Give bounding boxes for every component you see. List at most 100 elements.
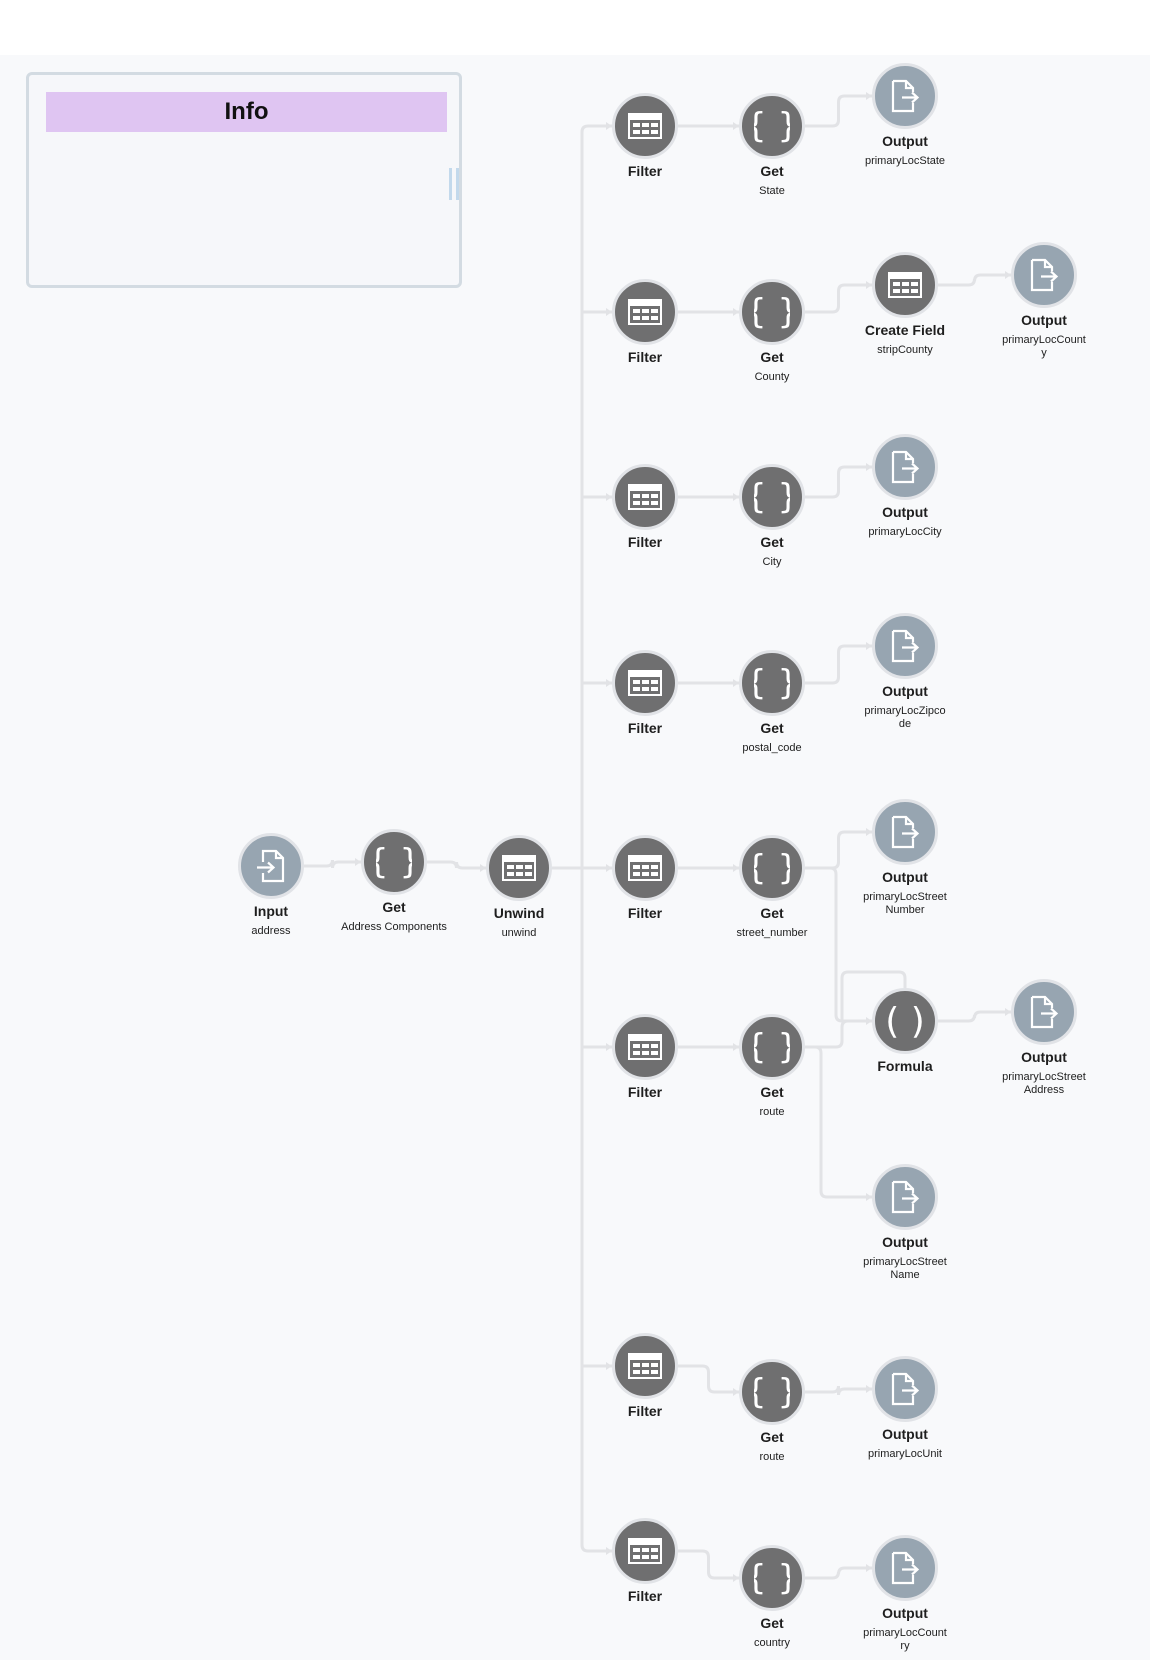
node-circle[interactable]: { } — [739, 279, 805, 345]
workflow-canvas[interactable] — [0, 55, 1150, 1660]
node-formula[interactable]: ( )Formula — [825, 988, 985, 1075]
node-circle[interactable]: { } — [739, 1359, 805, 1425]
node-filter-5[interactable]: Filter — [565, 835, 725, 922]
connector-arrow — [606, 1362, 612, 1370]
connector-arrow — [606, 1547, 612, 1555]
info-panel[interactable]: Info — [26, 72, 462, 288]
connector-line — [678, 1364, 739, 1394]
table-icon — [628, 484, 662, 510]
node-filter-7[interactable]: Filter — [565, 1333, 725, 1420]
node-circle[interactable] — [612, 93, 678, 159]
node-subtitle: stripCounty — [877, 344, 933, 356]
connector-arrow — [866, 1385, 872, 1393]
node-circle[interactable] — [872, 799, 938, 865]
svg-text:{ }: { } — [754, 664, 790, 702]
node-subtitle: primaryLocCounty — [1002, 334, 1086, 359]
connector-line — [805, 94, 872, 128]
node-filter-8[interactable]: Filter — [565, 1518, 725, 1605]
file-output-icon — [1028, 258, 1060, 292]
node-circle[interactable] — [612, 650, 678, 716]
connector-arrow — [866, 92, 872, 100]
node-circle[interactable] — [238, 833, 304, 899]
node-subtitle: country — [753, 1637, 791, 1649]
node-circle[interactable]: { } — [739, 1014, 805, 1080]
node-circle[interactable]: { } — [739, 93, 805, 159]
node-title: Filter — [627, 720, 663, 736]
connector-arrow — [866, 1017, 872, 1025]
connector-arrow — [866, 281, 872, 289]
node-circle[interactable] — [872, 1535, 938, 1601]
node-circle[interactable]: { } — [739, 835, 805, 901]
node-subtitle: primaryLocCity — [868, 526, 942, 538]
node-title: Get — [382, 899, 406, 915]
svg-text:{ }: { } — [376, 843, 412, 881]
node-circle[interactable]: { } — [739, 464, 805, 530]
node-circle[interactable] — [872, 63, 938, 129]
connector-line — [938, 1010, 1011, 1023]
node-filter-6[interactable]: Filter — [565, 1014, 725, 1101]
node-filter-3[interactable]: Filter — [565, 464, 725, 551]
node-circle[interactable] — [872, 1356, 938, 1422]
node-filter-1[interactable]: Filter — [565, 93, 725, 180]
node-subtitle: City — [762, 556, 782, 568]
resize-handle[interactable] — [449, 168, 452, 200]
node-circle[interactable] — [1011, 242, 1077, 308]
node-circle[interactable] — [612, 1333, 678, 1399]
node-filter-2[interactable]: Filter — [565, 279, 725, 366]
curly-braces-icon: { } — [754, 107, 790, 145]
node-subtitle: State — [759, 185, 785, 197]
connector-arrow — [606, 1043, 612, 1051]
node-subtitle: street_number — [736, 927, 808, 939]
node-circle[interactable] — [612, 464, 678, 530]
node-circle[interactable] — [872, 434, 938, 500]
node-circle[interactable]: { } — [361, 829, 427, 895]
node-circle[interactable]: ( ) — [872, 988, 938, 1054]
node-circle[interactable] — [872, 1164, 938, 1230]
node-filter-4[interactable]: Filter — [565, 650, 725, 737]
node-circle[interactable] — [486, 835, 552, 901]
node-title: Get — [760, 720, 784, 736]
connector-arrow — [733, 1043, 739, 1051]
node-circle[interactable]: { } — [739, 1545, 805, 1611]
connector-line — [580, 124, 612, 133]
node-circle[interactable] — [872, 252, 938, 318]
node-subtitle: primaryLocStreetAddress — [1002, 1071, 1086, 1096]
node-subtitle: unwind — [501, 927, 537, 939]
info-panel-title: Info — [46, 92, 447, 132]
file-input-icon — [255, 849, 287, 883]
node-circle[interactable] — [1011, 979, 1077, 1045]
node-circle[interactable] — [612, 279, 678, 345]
node-circle[interactable] — [872, 613, 938, 679]
node-circle[interactable] — [612, 1014, 678, 1080]
node-circle[interactable]: { } — [739, 650, 805, 716]
node-circle[interactable] — [612, 835, 678, 901]
node-title: Get — [760, 534, 784, 550]
node-subtitle: route — [759, 1106, 785, 1118]
resize-handle[interactable] — [456, 168, 459, 200]
connector-arrow — [733, 864, 739, 872]
file-output-icon — [889, 1180, 921, 1214]
node-circle[interactable] — [612, 1518, 678, 1584]
connector-arrow — [733, 308, 739, 316]
